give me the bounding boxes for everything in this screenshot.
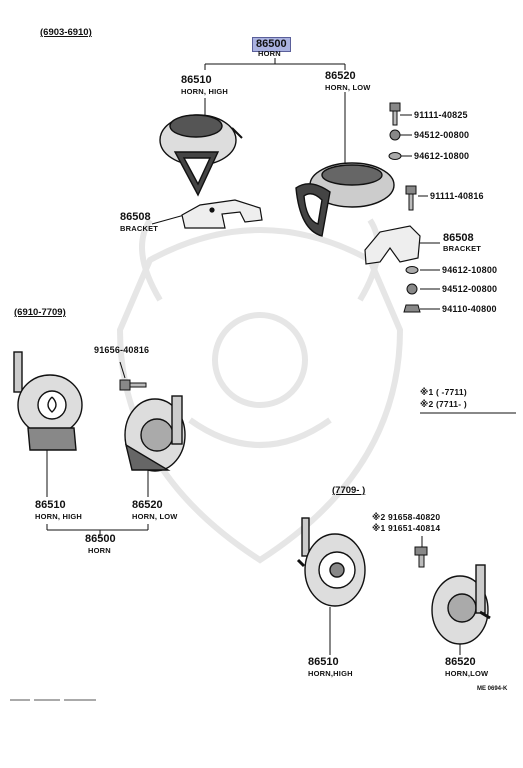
part-86520-b-no[interactable]: 86520 — [132, 499, 163, 511]
section-header-6903: (6903-6910) — [40, 27, 92, 38]
section-header-7709: (7709- ) — [332, 485, 366, 496]
part-94612-10800-b[interactable]: 94612-10800 — [442, 265, 498, 275]
fasteners-6903 — [388, 102, 421, 313]
part-86510-b-no[interactable]: 86510 — [35, 499, 66, 511]
part-86510-name: HORN, HIGH — [181, 87, 228, 96]
bolt-6910 — [119, 379, 147, 391]
horn-low-6903 — [295, 162, 395, 237]
part-91111-40825[interactable]: 91111-40825 — [414, 110, 468, 120]
legend-2: ※2 (7711- ) — [420, 399, 467, 409]
part-86510-b-name: HORN, HIGH — [35, 512, 82, 521]
horn-low-7709 — [431, 564, 491, 645]
part-94512-00800-a[interactable]: 94512-00800 — [414, 130, 470, 140]
part-86520-no[interactable]: 86520 — [325, 70, 356, 82]
horn-high-6910 — [13, 351, 83, 451]
part-86520-c-no[interactable]: 86520 — [445, 656, 476, 668]
part-86520-name: HORN, LOW — [325, 83, 371, 92]
part-91658-40820[interactable]: ※2 91658-40820 — [372, 512, 441, 522]
legend-1: ※1 ( -7711) — [420, 387, 467, 397]
part-86508-left-name: BRACKET — [120, 224, 159, 233]
horn-high-6903 — [159, 114, 243, 197]
section-header-6910: (6910-7709) — [14, 307, 66, 318]
part-86500-b-name: HORN — [88, 546, 111, 555]
bracket-right — [364, 225, 421, 265]
part-94612-10800-a[interactable]: 94612-10800 — [414, 151, 470, 161]
horn-high-7709 — [296, 517, 366, 607]
bolt-7709 — [414, 546, 428, 568]
part-91651-40814[interactable]: ※1 91651-40814 — [372, 523, 441, 533]
part-94512-00800-b[interactable]: 94512-00800 — [442, 284, 498, 294]
part-86510-c-name: HORN,HIGH — [308, 669, 353, 678]
part-86500-highlight[interactable]: 86500 — [252, 37, 291, 52]
part-86500-b-no[interactable]: 86500 — [85, 533, 116, 545]
part-86520-b-name: HORN, LOW — [132, 512, 178, 521]
part-86500-name: HORN — [258, 49, 281, 58]
part-86508-right-name: BRACKET — [443, 244, 482, 253]
part-86520-c-name: HORN,LOW — [445, 669, 489, 678]
bracket-left — [181, 199, 263, 229]
part-86508-left-no[interactable]: 86508 — [120, 211, 151, 223]
part-86510-no[interactable]: 86510 — [181, 74, 212, 86]
part-86508-right-no[interactable]: 86508 — [443, 232, 474, 244]
part-94110-40800[interactable]: 94110-40800 — [442, 304, 497, 314]
horn-low-6910 — [124, 395, 186, 472]
part-86510-c-no[interactable]: 86510 — [308, 656, 339, 668]
part-91111-40816[interactable]: 91111-40816 — [430, 191, 484, 201]
part-91656-40816[interactable]: 91656-40816 — [94, 345, 150, 355]
footer-code: ME 0694-K — [477, 686, 508, 692]
